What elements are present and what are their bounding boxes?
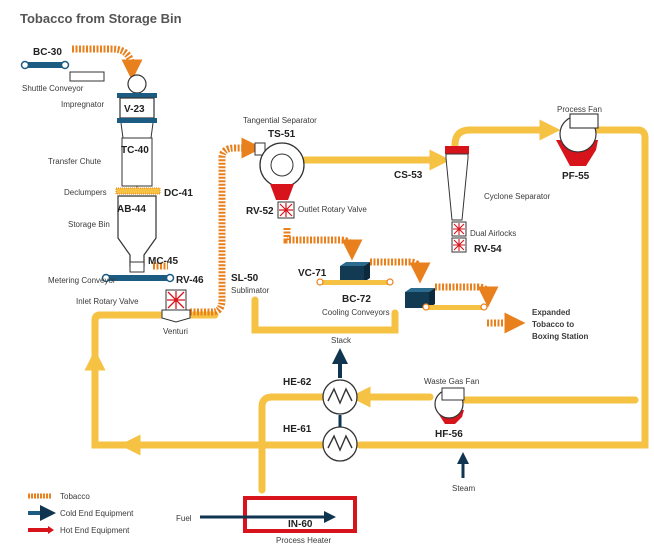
label-rv54: RV-54 — [474, 244, 502, 255]
declumpers-dc41 — [115, 187, 161, 195]
label-mc45: MC-45 — [148, 256, 178, 267]
label-v23: V-23 — [124, 104, 145, 115]
label-process-fan: Process Fan — [557, 105, 602, 114]
label-ab44: AB-44 — [117, 204, 146, 215]
label-stack: Stack — [331, 336, 352, 345]
label-cs53: CS-53 — [394, 170, 423, 181]
waste-gas-fan-hf56 — [434, 387, 465, 424]
label-he62: HE-62 — [283, 377, 312, 388]
label-rv52: RV-52 — [246, 206, 274, 217]
label-metering-conveyor: Metering Conveyor — [48, 276, 116, 285]
label-in60: IN-60 — [288, 519, 313, 530]
label-storage-bin: Storage Bin — [68, 220, 110, 229]
label-cyclone-separator: Cyclone Separator — [484, 192, 551, 201]
heat-exchanger-he62 — [322, 379, 358, 415]
storage-bin-ab44 — [117, 195, 157, 273]
process-heater-in60 — [200, 496, 357, 533]
label-transfer-chute: Transfer Chute — [48, 157, 102, 166]
label-shuttle-conveyor: Shuttle Conveyor — [22, 84, 84, 93]
label-cooling-conveyors: Cooling Conveyors — [322, 308, 390, 317]
shuttle-conveyor-bc30 — [20, 60, 105, 82]
label-ts51: TS-51 — [268, 129, 296, 140]
cyclone-separator-cs53 — [445, 146, 469, 221]
label-vc71: VC-71 — [298, 268, 327, 279]
label-expanded-1: Expanded — [532, 308, 570, 317]
heat-exchanger-he61 — [322, 426, 358, 462]
label-inlet-rotary-valve: Inlet Rotary Valve — [76, 297, 139, 306]
label-tc40: TC-40 — [121, 145, 149, 156]
label-expanded-3: Boxing Station — [532, 332, 589, 341]
inlet-rotary-valve-rv46 — [161, 289, 191, 323]
label-dc41: DC-41 — [164, 188, 193, 199]
label-pf55: PF-55 — [562, 171, 590, 182]
label-bc30: BC-30 — [33, 47, 62, 58]
gas-flow-lines — [84, 119, 649, 494]
label-process-heater: Process Heater — [276, 536, 331, 544]
legend: Tobacco Cold End Equipment Hot End Equip… — [28, 492, 134, 535]
label-sublimator: Sublimator — [231, 286, 270, 295]
label-hf56: HF-56 — [435, 429, 463, 440]
transfer-chute-tc40 — [121, 137, 153, 187]
cooling-conveyor-vc71 — [316, 262, 394, 286]
metering-conveyor-mc45 — [101, 273, 175, 283]
label-waste-gas-fan: Waste Gas Fan — [424, 377, 479, 386]
legend-hot-end: Hot End Equipment — [60, 526, 130, 535]
legend-tobacco: Tobacco — [60, 492, 90, 501]
cooling-conveyor-bc72 — [405, 288, 488, 311]
label-sl50: SL-50 — [231, 273, 259, 284]
label-impregnator: Impregnator — [61, 100, 104, 109]
label-expanded-2: Tobacco to — [532, 320, 574, 329]
label-bc72: BC-72 — [342, 294, 371, 305]
label-steam: Steam — [452, 484, 475, 493]
label-venturi: Venturi — [163, 327, 188, 336]
legend-cold-end: Cold End Equipment — [60, 509, 134, 518]
label-rv46: RV-46 — [176, 275, 204, 286]
diagram-title: Tobacco from Storage Bin — [20, 11, 182, 26]
label-fuel: Fuel — [176, 514, 192, 523]
label-tangential-separator: Tangential Separator — [243, 116, 317, 125]
label-outlet-rotary-valve: Outlet Rotary Valve — [298, 205, 367, 214]
label-dual-airlocks: Dual Airlocks — [470, 229, 516, 238]
tangential-separator-ts51 — [254, 142, 305, 200]
label-he61: HE-61 — [283, 424, 312, 435]
impregnator-v23 — [117, 74, 157, 139]
label-declumpers: Declumpers — [64, 188, 107, 197]
outlet-rotary-valve-rv52 — [277, 201, 295, 219]
dual-airlocks-rv54 — [451, 221, 467, 253]
process-fan-pf55 — [556, 113, 599, 166]
